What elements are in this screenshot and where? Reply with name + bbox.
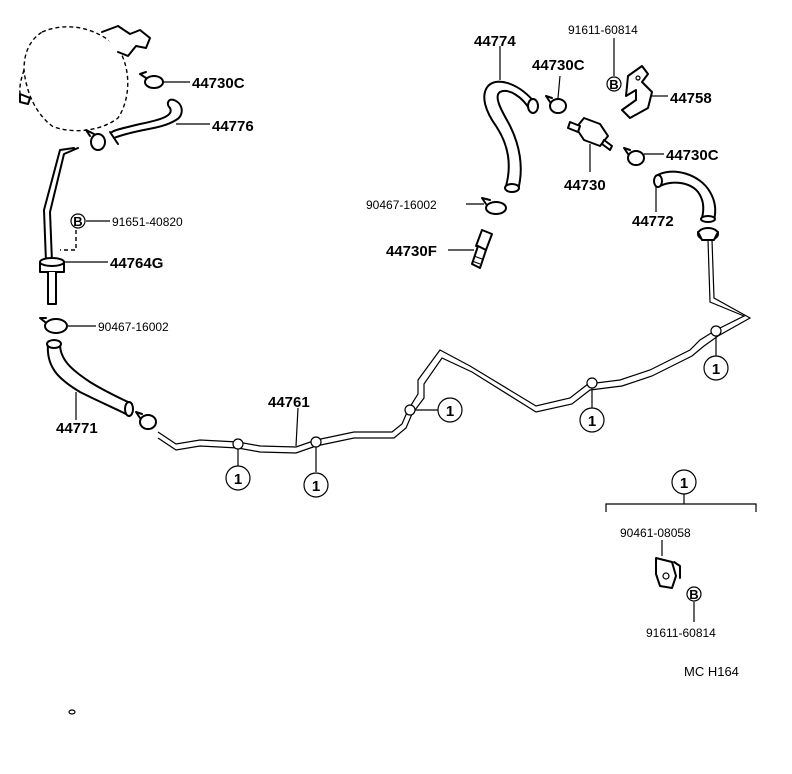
hose-44776 (109, 98, 183, 145)
hose-clamp-main-start (135, 411, 157, 430)
callout-1-d: 1 (588, 413, 596, 430)
hose-clamp-90467-right (481, 197, 507, 215)
bolt-glyph-91611-top: B (609, 77, 618, 92)
callout-1-b: 1 (312, 478, 320, 495)
bracket-44758 (621, 65, 653, 119)
label-90467-16002-left: 90467-16002 (98, 320, 169, 334)
label-44761: 44761 (268, 394, 310, 411)
detail-bracket-1: 1 (605, 469, 757, 512)
hose-44772 (653, 170, 717, 223)
bolt-91651-40820: B (70, 213, 86, 229)
callout-1-e: 1 (712, 361, 720, 378)
hose-clamp-44730c-left (139, 71, 164, 89)
hose-44774 (483, 80, 539, 193)
brake-booster (19, 25, 151, 132)
hose-clamp-44730c-right (623, 147, 645, 166)
label-44730f: 44730F (386, 243, 437, 260)
bolt-glyph-91651: B (73, 214, 82, 229)
bolt-91611-60814-detail: B (686, 586, 702, 602)
vacuum-pipe-left (43, 147, 79, 263)
diagram-code: MC H164 (684, 664, 739, 679)
bolt-91611-60814-top: B (606, 76, 622, 92)
label-90461-08058: 90461-08058 (620, 526, 691, 540)
label-44730c-mid: 44730C (532, 57, 585, 74)
label-44772: 44772 (632, 213, 674, 230)
label-44764g: 44764G (110, 255, 163, 272)
hose-clamp-44730c-mid (545, 95, 567, 114)
pipe-clip-3: 1 (404, 397, 463, 423)
pipe-clip-4: 1 (579, 377, 605, 433)
callout-1-c: 1 (446, 403, 454, 420)
pipe-clip-5: 1 (703, 325, 729, 381)
label-44730c-right: 44730C (666, 147, 719, 164)
label-91651-40820: 91651-40820 (112, 215, 183, 229)
label-44774: 44774 (474, 33, 516, 50)
check-valve-44764g (39, 257, 65, 305)
callout-1-a: 1 (234, 471, 242, 488)
detail-callout-1: 1 (680, 475, 688, 492)
label-44771: 44771 (56, 420, 98, 437)
label-44730c-left: 44730C (192, 75, 245, 92)
label-91611-60814-detail: 91611-60814 (646, 626, 716, 640)
hose-clamp-90467-left (39, 317, 68, 334)
pipe-clip-1: 1 (225, 438, 251, 491)
label-91611-60814-top: 91611-60814 (568, 23, 638, 37)
bolt-glyph-91611-detail: B (689, 587, 698, 602)
hose-clamp-pipe-end-right (697, 227, 719, 241)
vacuum-pipe-44761 (157, 239, 752, 454)
label-44730: 44730 (564, 177, 606, 194)
connector-44730f (471, 229, 493, 269)
label-90467-16002-right: 90467-16002 (366, 198, 437, 212)
pipe-clip-90461-08058 (655, 557, 681, 589)
vsv-44730 (567, 117, 613, 151)
pipe-clip-2: 1 (303, 436, 329, 498)
hose-44771 (46, 339, 134, 417)
hose-clamp-booster (85, 129, 106, 151)
label-44758: 44758 (670, 90, 712, 107)
label-44776: 44776 (212, 118, 254, 135)
